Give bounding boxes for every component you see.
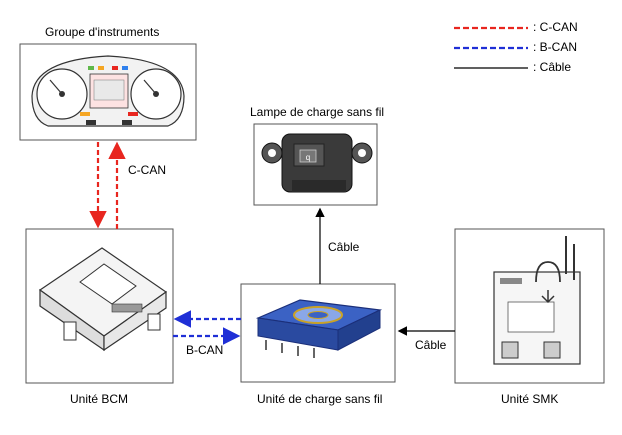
legend-cable-label: : Câble [533,60,572,74]
charge-lamp-label: Lampe de charge sans fil [250,105,385,119]
charge-lamp-image: q [261,133,373,193]
charger-label: Unité de charge sans fil [257,392,383,406]
b-can-connection-label: B-CAN [186,343,224,357]
smk-label: Unité SMK [501,392,559,406]
instrument-cluster-image [31,55,185,127]
bcm-label: Unité BCM [70,392,129,406]
c-can-connection-label: C-CAN [128,163,166,177]
smk-image [493,236,581,365]
bcm-image [38,247,168,352]
charger-image [255,299,383,358]
legend-b-can-label: : B-CAN [533,40,578,54]
svg-text:q: q [306,153,310,162]
instrument-cluster-label: Groupe d'instruments [45,25,160,39]
cable-smk-connection-label: Câble [415,338,447,352]
legend-c-can-label: : C-CAN [533,20,578,34]
cable-lamp-connection-label: Câble [328,240,360,254]
